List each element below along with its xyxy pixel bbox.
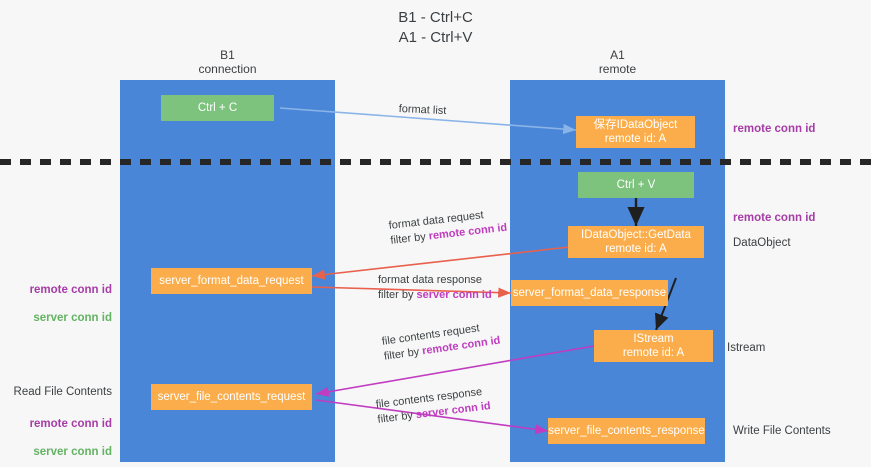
label-remote-conn-id-left-bottom: remote conn id [29,418,112,430]
edge-label-format-data-response-line1: format data response [378,274,482,286]
page-title: B1 - Ctrl+C A1 - Ctrl+V [398,9,473,46]
label-conn-ids-mid: remote conn id server conn id [0,269,112,325]
edge-label-format-list-line1: format list [398,102,447,118]
label-server-conn-id-left-bottom: server conn id [33,446,112,458]
edge-label-format-data-response: format data response filter by server co… [378,273,492,303]
edge-label-format-list: format list [398,102,446,119]
node-ctrl-c[interactable]: Ctrl + C [161,95,274,121]
node-save-idataobject[interactable]: 保存IDataObject remote id: A [576,116,695,148]
label-istream: Istream [727,342,766,354]
label-write-file-contents: Write File Contents [733,425,831,437]
node-ctrl-v[interactable]: Ctrl + V [578,172,694,198]
label-dataobject: DataObject [733,237,791,249]
edge-label-file-contents-response: file contents response filter by server … [375,384,492,428]
node-istream[interactable]: IStream remote id: A [594,330,713,362]
edge-label-format-data-response-line2: filter by server conn id [378,289,492,301]
node-server-format-data-request[interactable]: server_format_data_request [151,268,312,294]
edge-hl-server-conn-id-1: server conn id [416,289,492,301]
edge-label-file-contents-request: file contents request filter by remote c… [381,319,501,365]
lane-header-a1: A1 remote [598,48,637,76]
label-remote-conn-id-mid: remote conn id [733,212,816,224]
label-remote-conn-id-top: remote conn id [733,123,816,135]
label-remote-conn-id-left-mid: remote conn id [29,284,112,296]
lane-header-b1: B1 connection [198,48,257,76]
node-server-format-data-response[interactable]: server_format_data_response [511,280,668,306]
label-server-conn-id-left-mid: server conn id [33,312,112,324]
label-read-file-contents: Read File Contents [13,386,112,398]
label-conn-ids-bottom: remote conn id server conn id [0,403,112,459]
node-idataobject-getdata[interactable]: IDataObject::GetData remote id: A [568,226,704,258]
edge-label-format-data-request: format data request filter by remote con… [388,206,508,249]
node-server-file-contents-response[interactable]: server_file_contents_response [548,418,705,444]
node-server-file-contents-request[interactable]: server_file_contents_request [151,384,312,410]
